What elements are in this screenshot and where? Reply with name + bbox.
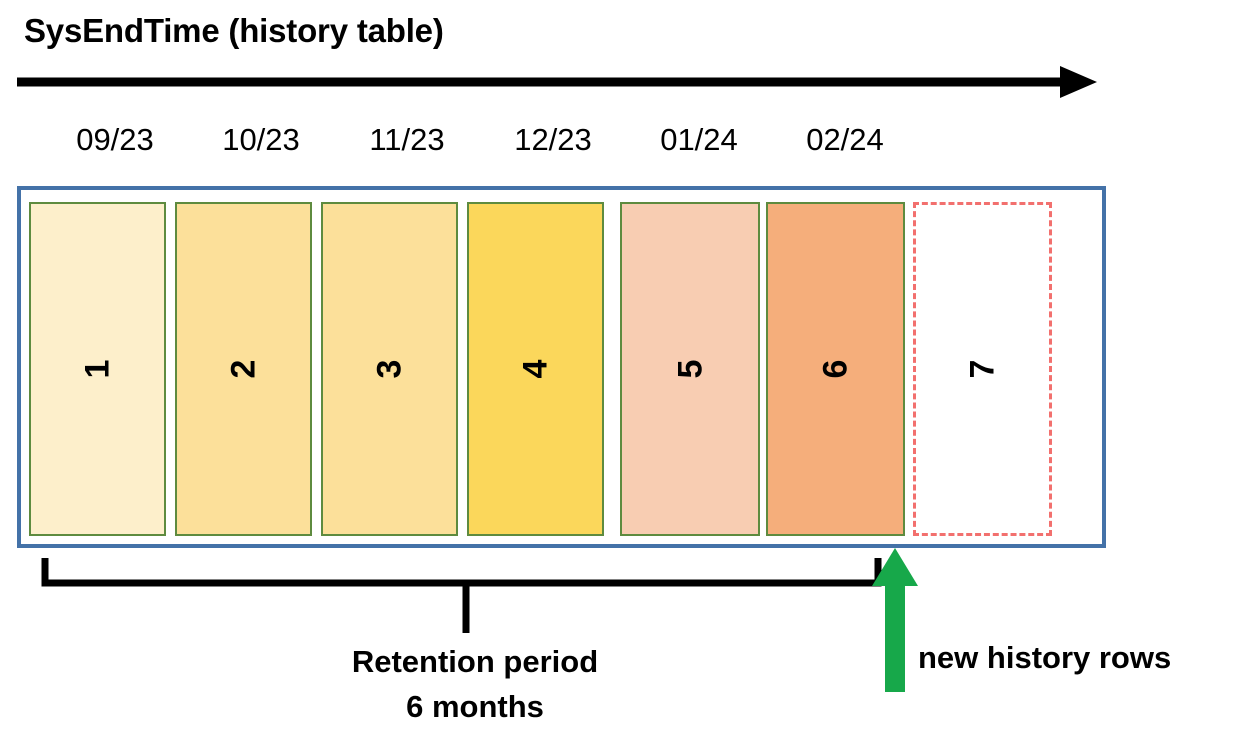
history-row-box-7-new[interactable]: 7 (913, 202, 1052, 536)
history-row-box-4[interactable]: 4 (467, 202, 604, 536)
new-history-rows-arrow (872, 548, 918, 692)
history-row-box-1-number: 1 (78, 359, 117, 379)
history-row-box-2[interactable]: 2 (175, 202, 312, 536)
page-title: SysEndTime (history table) (24, 12, 444, 49)
history-row-box-7-number: 7 (963, 359, 1002, 379)
history-row-box-6[interactable]: 6 (766, 202, 905, 536)
month-label-5: 02/24 (806, 122, 884, 157)
month-label-0: 09/23 (76, 122, 154, 157)
history-row-box-6-number: 6 (816, 359, 855, 379)
history-row-box-3[interactable]: 3 (321, 202, 458, 536)
month-label-row: 09/23 10/23 11/23 12/23 01/24 02/24 (17, 122, 1106, 164)
retention-period-bracket (41, 558, 882, 633)
retention-period-caption: Retention period 6 months (255, 640, 695, 730)
history-row-box-4-number: 4 (516, 359, 555, 379)
new-history-rows-label: new history rows (918, 640, 1172, 675)
month-label-4: 01/24 (660, 122, 738, 157)
history-row-box-5[interactable]: 5 (620, 202, 760, 536)
history-row-box-5-number: 5 (670, 359, 709, 379)
history-row-box-1[interactable]: 1 (29, 202, 166, 536)
month-label-2: 11/23 (369, 122, 445, 157)
retention-period-line1: Retention period (351, 644, 599, 679)
retention-period-line2: 6 months (406, 688, 544, 724)
time-axis-arrow (17, 66, 1097, 98)
month-label-1: 10/23 (222, 122, 300, 157)
history-row-box-2-number: 2 (224, 359, 263, 379)
month-label-3: 12/23 (514, 122, 592, 157)
history-row-box-3-number: 3 (370, 359, 409, 379)
